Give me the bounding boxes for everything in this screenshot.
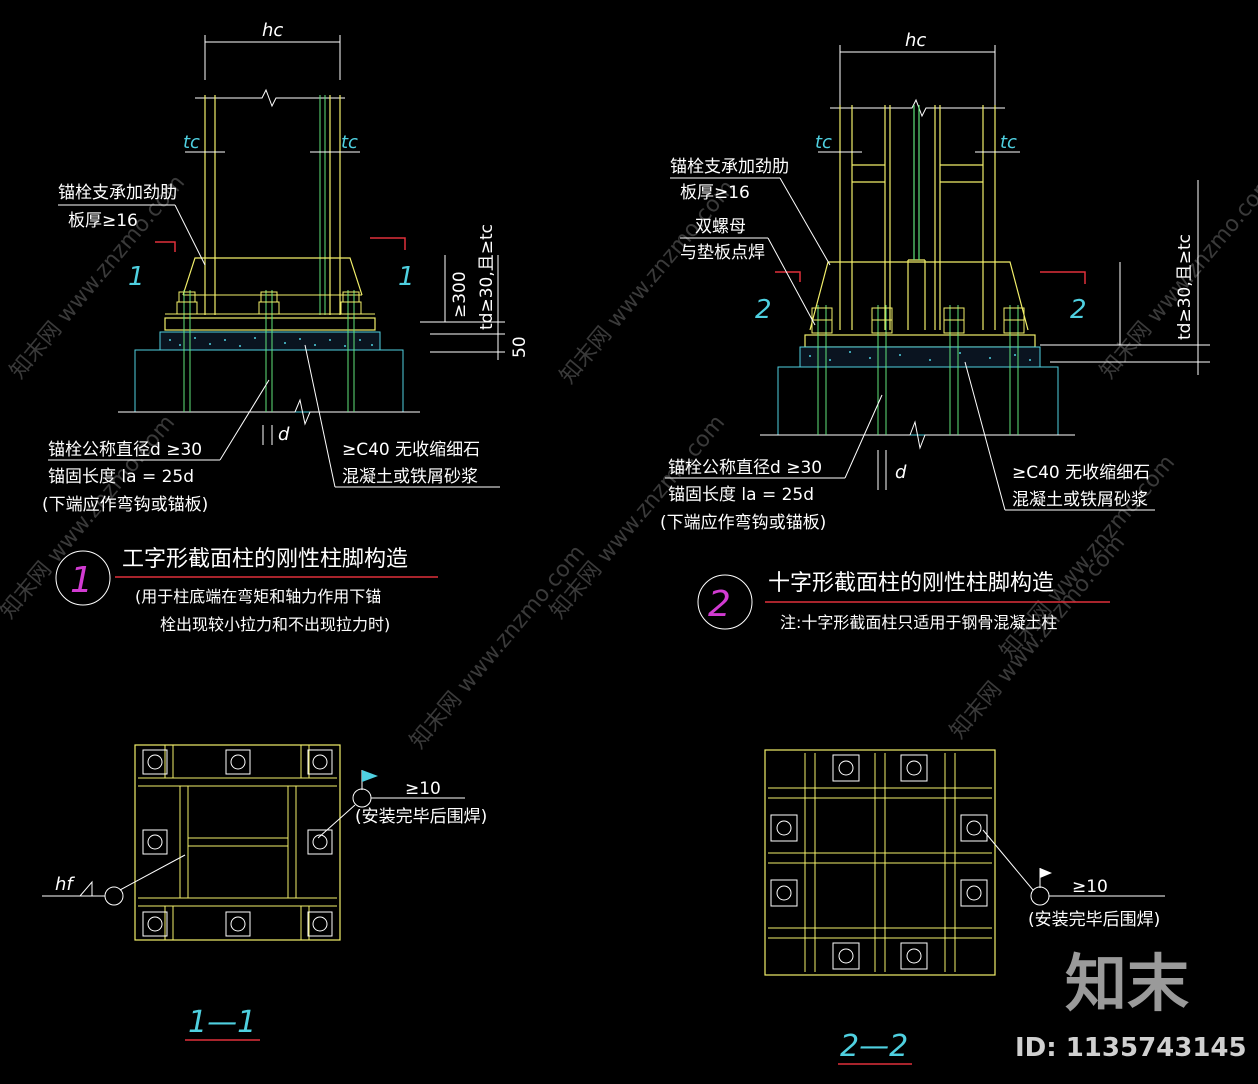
rib-label: 板厚≥16 <box>68 211 138 231</box>
dim-label: ≥300 <box>450 271 470 318</box>
weld-label: ≥10 <box>405 779 441 799</box>
tc-label: tc <box>183 132 200 153</box>
detail-title: 十字形截面柱的刚性柱脚构造 <box>768 571 1054 596</box>
weld-label: (安装完毕后围焊) <box>1028 910 1160 930</box>
rib-label: 锚栓支承加劲肋 <box>670 157 789 177</box>
dim-label: td≥30,且≥tc <box>1175 234 1195 340</box>
detail-note: 注:十字形截面柱只适用于钢骨混凝土柱 <box>780 613 1057 632</box>
tc-label: tc <box>815 132 832 153</box>
detail-2-elevation: hc tc tc <box>660 30 1210 632</box>
bolt-label: 锚固长度 la = 25d <box>668 485 814 505</box>
watermark-text: 知末网 www.znzmo.com <box>945 531 1130 744</box>
hc-label: hc <box>262 20 283 41</box>
dim-label: 50 <box>510 336 530 358</box>
weld-label: (安装完毕后围焊) <box>355 807 487 827</box>
section-mark: 2 <box>1070 295 1087 325</box>
nut-label: 双螺母 <box>695 217 746 237</box>
d-label: d <box>278 424 290 445</box>
section-2-2-plan: ≥10 (安装完毕后围焊) 2—2 <box>764 749 1165 1065</box>
brand-watermark: 知末 <box>1065 947 1189 1020</box>
hc-label: hc <box>905 30 926 51</box>
bolt-label: 锚栓公称直径d ≥30 <box>48 440 202 460</box>
rib-label: 锚栓支承加劲肋 <box>58 183 177 203</box>
bolt-label: (下端应作弯钩或锚板) <box>42 495 208 515</box>
detail-number: 2 <box>708 584 731 625</box>
section-mark: 1 <box>128 262 145 292</box>
bolt-label: (下端应作弯钩或锚板) <box>660 513 826 533</box>
bolt-label: 锚固长度 la = 25d <box>48 467 194 487</box>
grout-label: ≥C40 无收缩细石 <box>342 440 480 460</box>
detail-number: 1 <box>70 560 93 601</box>
detail-note: 栓出现较小拉力和不出现拉力时) <box>160 615 390 634</box>
detail-note: (用于柱底端在弯矩和轴力作用下锚 <box>135 587 381 606</box>
tc-label: tc <box>341 132 358 153</box>
grout-label: 混凝土或铁屑砂浆 <box>342 467 478 487</box>
section-1-1-plan: ≥10 (安装完毕后围焊) hf 1—1 <box>42 744 487 1041</box>
tc-label: tc <box>1000 132 1017 153</box>
d-label: d <box>895 462 907 483</box>
section-mark: 1 <box>398 262 415 292</box>
detail-1-elevation: hc tc tc <box>42 20 530 634</box>
id-watermark: ID: 1135743145 <box>1015 1033 1247 1063</box>
nut-label: 与垫板点焊 <box>680 243 765 263</box>
hf-label: hf <box>55 874 75 895</box>
grout-label: ≥C40 无收缩细石 <box>1012 463 1150 483</box>
detail-title: 工字形截面柱的刚性柱脚构造 <box>122 547 408 572</box>
watermark-text: 知末网 www.znzmo.com <box>555 176 740 389</box>
weld-label: ≥10 <box>1072 877 1108 897</box>
watermark-text: 知末网 www.znzmo.com <box>405 541 590 754</box>
rib-label: 板厚≥16 <box>680 183 750 203</box>
section-mark: 2 <box>755 295 772 325</box>
dim-label: td≥30,且≥tc <box>477 224 497 330</box>
grout-label: 混凝土或铁屑砂浆 <box>1012 490 1148 510</box>
section-label: 2—2 <box>840 1029 908 1064</box>
section-label: 1—1 <box>188 1005 256 1040</box>
bolt-label: 锚栓公称直径d ≥30 <box>668 458 822 478</box>
